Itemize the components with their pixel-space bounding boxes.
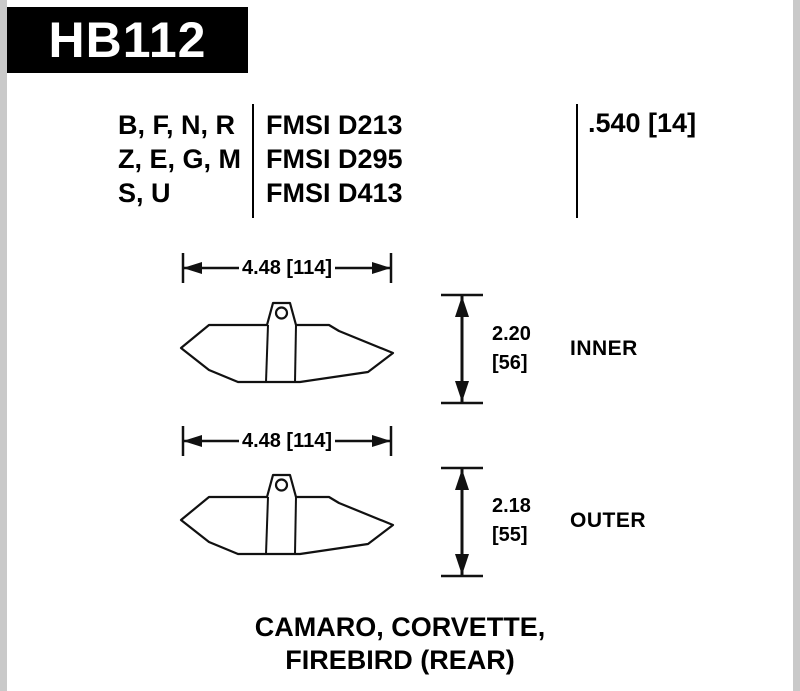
height-dimension-inches: 2.20 xyxy=(492,323,531,345)
width-dimension-inner: 4.48 [114] xyxy=(181,251,393,285)
page-edge-left xyxy=(0,0,7,691)
pad-slot-line xyxy=(265,324,269,383)
width-dimension-text: 4.48 [114] xyxy=(241,256,333,279)
compound-codes-row: B, F, N, R xyxy=(118,110,236,140)
width-dimension-text: 4.48 [114] xyxy=(241,429,333,452)
fmsi-row: FMSI D413 xyxy=(266,178,403,208)
dimension-arrow-left-icon xyxy=(181,426,239,456)
pad-position-label-outer: OUTER xyxy=(570,509,646,532)
brake-pad-drawing-inner xyxy=(179,301,395,384)
height-dimension-mm: [56] xyxy=(492,352,528,374)
pad-thickness-value: .540 [14] xyxy=(588,108,697,138)
mounting-hole xyxy=(274,478,289,492)
pad-slot-line xyxy=(294,496,297,555)
table-divider-1 xyxy=(252,104,254,218)
brake-pad-outline xyxy=(179,473,395,556)
compound-codes-row: S, U xyxy=(118,178,171,208)
page-edge-right xyxy=(793,0,800,691)
compound-codes-row: Z, E, G, M xyxy=(118,144,242,174)
mounting-hole xyxy=(274,306,289,320)
vehicle-application-line2: FIREBIRD (REAR) xyxy=(285,645,515,675)
vehicle-application-title: CAMARO, CORVETTE, FIREBIRD (REAR) xyxy=(100,611,700,677)
compound-codes-column: B, F, N, R Z, E, G, M S, U xyxy=(118,108,241,210)
height-dimension-inner: 2.20 [56] xyxy=(492,320,531,378)
part-number-banner: HB112 xyxy=(7,7,248,73)
height-dimension-arrow-inner xyxy=(441,293,483,405)
brake-pad-outline xyxy=(179,301,395,384)
dimension-arrow-right-icon xyxy=(335,253,393,283)
height-dimension-mm: [55] xyxy=(492,524,528,546)
fmsi-row: FMSI D213 xyxy=(266,110,403,140)
pad-slot-line xyxy=(265,496,269,555)
pad-slot-line xyxy=(294,324,297,383)
brake-pad-drawing-outer xyxy=(179,473,395,556)
width-dimension-outer: 4.48 [114] xyxy=(181,424,393,458)
fmsi-column: FMSI D213 FMSI D295 FMSI D413 xyxy=(266,108,403,210)
dimension-arrow-left-icon xyxy=(181,253,239,283)
height-dimension-inches: 2.18 xyxy=(492,495,531,517)
height-dimension-outer: 2.18 [55] xyxy=(492,492,531,550)
table-divider-2 xyxy=(576,104,578,218)
fmsi-row: FMSI D295 xyxy=(266,144,403,174)
pad-position-label-inner: INNER xyxy=(570,337,638,360)
part-number: HB112 xyxy=(48,12,207,68)
height-dimension-arrow-outer xyxy=(441,466,483,578)
dimension-arrow-right-icon xyxy=(335,426,393,456)
vehicle-application-line1: CAMARO, CORVETTE, xyxy=(254,612,546,642)
